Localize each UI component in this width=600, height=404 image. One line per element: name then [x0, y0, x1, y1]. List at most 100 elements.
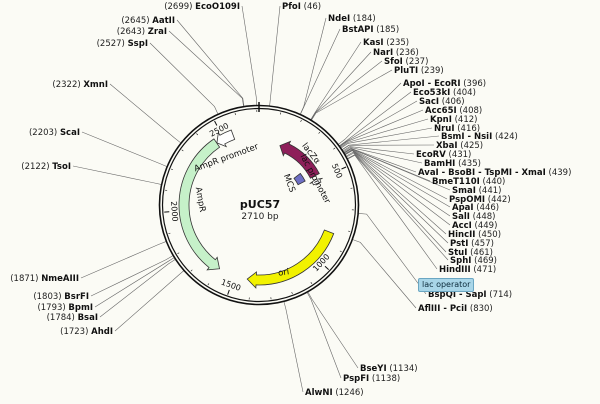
minor-tick: [234, 112, 236, 116]
feature-label-ampr: AmpR: [193, 186, 207, 213]
site-label-xbai[interactable]: XbaI (425): [436, 141, 483, 151]
site-enzyme: PstI: [450, 239, 468, 249]
leader-apoi-ecori: [338, 82, 402, 145]
site-position: (1871): [10, 274, 38, 284]
site-label-bamhi[interactable]: BamHI (435): [424, 159, 481, 169]
site-label-avai-bsobi-tspmi-xmai[interactable]: AvaI - BsoBI - TspMI - XmaI (439): [418, 168, 571, 178]
site-label-pspfi[interactable]: PspFI (1138): [343, 374, 400, 384]
site-enzyme: BsaI: [78, 313, 98, 323]
site-label-sphi[interactable]: SphI (469): [450, 256, 497, 266]
leader-kpni: [340, 118, 429, 148]
site-enzyme: SacI: [419, 97, 439, 107]
site-label-nari[interactable]: NarI (236): [373, 48, 419, 58]
site-label-bspqi-sapi[interactable]: BspQI - SapI (714): [428, 290, 512, 300]
site-label-apai[interactable]: ApaI (446): [452, 203, 499, 213]
site-enzyme: AatII: [152, 16, 175, 26]
minor-tick: [333, 147, 336, 150]
site-position: (449): [475, 221, 498, 231]
leader-alwni: [283, 301, 304, 393]
site-position: (425): [460, 141, 483, 151]
site-label-bsrfi[interactable]: (1803) BsrFI: [33, 292, 89, 302]
site-label-eco53ki[interactable]: Eco53kI (404): [413, 88, 476, 98]
site-label-pspomi[interactable]: PspOMI (442): [449, 195, 511, 205]
plasmid-size: 2710 bp: [241, 212, 278, 222]
site-label-bmet110i[interactable]: BmeT110I (440): [432, 177, 505, 187]
minor-tick: [181, 149, 184, 152]
feature-label-lac-operator: lac operator: [418, 278, 475, 292]
site-enzyme: SalI: [452, 212, 470, 222]
site-label-hincii[interactable]: HincII (450): [448, 230, 501, 240]
site-enzyme: BstAPI: [342, 25, 374, 35]
site-label-tsoi[interactable]: (2122) TsoI: [21, 162, 71, 172]
site-label-ecorv[interactable]: EcoRV (431): [416, 150, 471, 160]
leader-nmeaiii: [80, 241, 167, 279]
site-label-psti[interactable]: PstI (457): [450, 239, 494, 249]
site-enzyme: BamHI: [424, 159, 455, 169]
site-label-ecoo109i[interactable]: (2699) EcoO109I: [164, 2, 240, 12]
site-label-bsai[interactable]: (1784) BsaI: [47, 313, 98, 323]
feature-ampr: [178, 138, 221, 271]
site-position: (46): [304, 2, 321, 12]
site-label-ndei[interactable]: NdeI (184): [328, 14, 376, 24]
site-label-pluti[interactable]: PluTI (239): [394, 66, 444, 76]
site-enzyme: Acc65I: [425, 106, 457, 116]
site-position: (2527): [97, 39, 125, 49]
site-label-ahdi[interactable]: (1723) AhdI: [60, 327, 113, 337]
site-enzyme: AhdI: [91, 327, 113, 337]
site-label-nrui[interactable]: NruI (416): [434, 124, 480, 134]
site-label-alwni[interactable]: AlwNI (1246): [305, 388, 364, 398]
leader-hindiii: [347, 154, 438, 270]
site-label-bseyi[interactable]: BseYI (1134): [360, 364, 418, 374]
site-label-scai[interactable]: (2203) ScaI: [29, 128, 80, 138]
site-label-smai[interactable]: SmaI (441): [452, 186, 501, 196]
site-label-saci[interactable]: SacI (406): [419, 97, 465, 107]
site-label-stui[interactable]: StuI (461): [448, 248, 493, 258]
site-label-xmni[interactable]: (2322) XmnI: [52, 80, 108, 90]
site-label-acc65i[interactable]: Acc65I (408): [425, 106, 482, 116]
site-position: (442): [488, 195, 511, 205]
leader-xbai: [342, 144, 435, 150]
site-label-hindiii[interactable]: HindIII (471): [439, 265, 496, 275]
site-label-kpni[interactable]: KpnI (412): [430, 115, 477, 125]
site-position: (424): [495, 132, 518, 142]
major-tick: [324, 265, 329, 270]
minor-tick: [339, 250, 342, 253]
site-position: (1803): [33, 292, 61, 302]
site-label-aatii[interactable]: (2645) AatII: [121, 16, 175, 26]
site-position: (2203): [29, 128, 57, 138]
site-enzyme: ScaI: [60, 128, 80, 138]
leader-ndei: [300, 17, 327, 115]
site-position: (184): [353, 14, 376, 24]
site-label-sfoi[interactable]: SfoI (237): [384, 57, 428, 67]
site-enzyme: ZraI: [148, 27, 167, 37]
leader-ahdi: [114, 270, 184, 332]
leader-pspfi: [306, 292, 342, 379]
site-label-afliii-pcii[interactable]: AflIII - PciI (830): [418, 304, 493, 314]
site-enzyme: BsmI - NsiI: [441, 132, 492, 142]
site-enzyme: BspQI - SapI: [428, 290, 487, 300]
leader-bpmi: [94, 257, 175, 308]
site-position: (439): [549, 168, 572, 178]
site-label-kasi[interactable]: KasI (235): [363, 38, 409, 48]
site-enzyme: PspOMI: [449, 195, 485, 205]
site-label-bsmi-nsii[interactable]: BsmI - NsiI (424): [441, 132, 518, 142]
site-position: (2322): [52, 80, 80, 90]
site-enzyme: NmeAIII: [41, 274, 79, 284]
site-label-apoi-ecori[interactable]: ApoI - EcoRI (396): [403, 79, 486, 89]
minor-tick: [318, 131, 321, 134]
site-label-sspi[interactable]: (2527) SspI: [97, 39, 148, 49]
site-position: (435): [458, 159, 481, 169]
site-label-bpmi[interactable]: (1793) BpmI: [37, 303, 93, 313]
site-enzyme: ApoI - EcoRI: [403, 79, 461, 89]
site-label-zrai[interactable]: (2643) ZraI: [117, 27, 167, 37]
major-tick: [214, 120, 218, 126]
site-label-acci[interactable]: AccI (449): [452, 221, 497, 231]
site-label-bstapi[interactable]: BstAPI (185): [342, 25, 399, 35]
minor-tick: [348, 230, 351, 232]
site-label-pfoi[interactable]: PfoI (46): [282, 2, 321, 12]
site-label-nmeaiii[interactable]: (1871) NmeAIII: [10, 274, 79, 284]
leader-apai: [344, 149, 451, 208]
site-label-sali[interactable]: SalI (448): [452, 212, 496, 222]
site-enzyme: PspFI: [343, 374, 369, 384]
site-position: (412): [455, 115, 478, 125]
